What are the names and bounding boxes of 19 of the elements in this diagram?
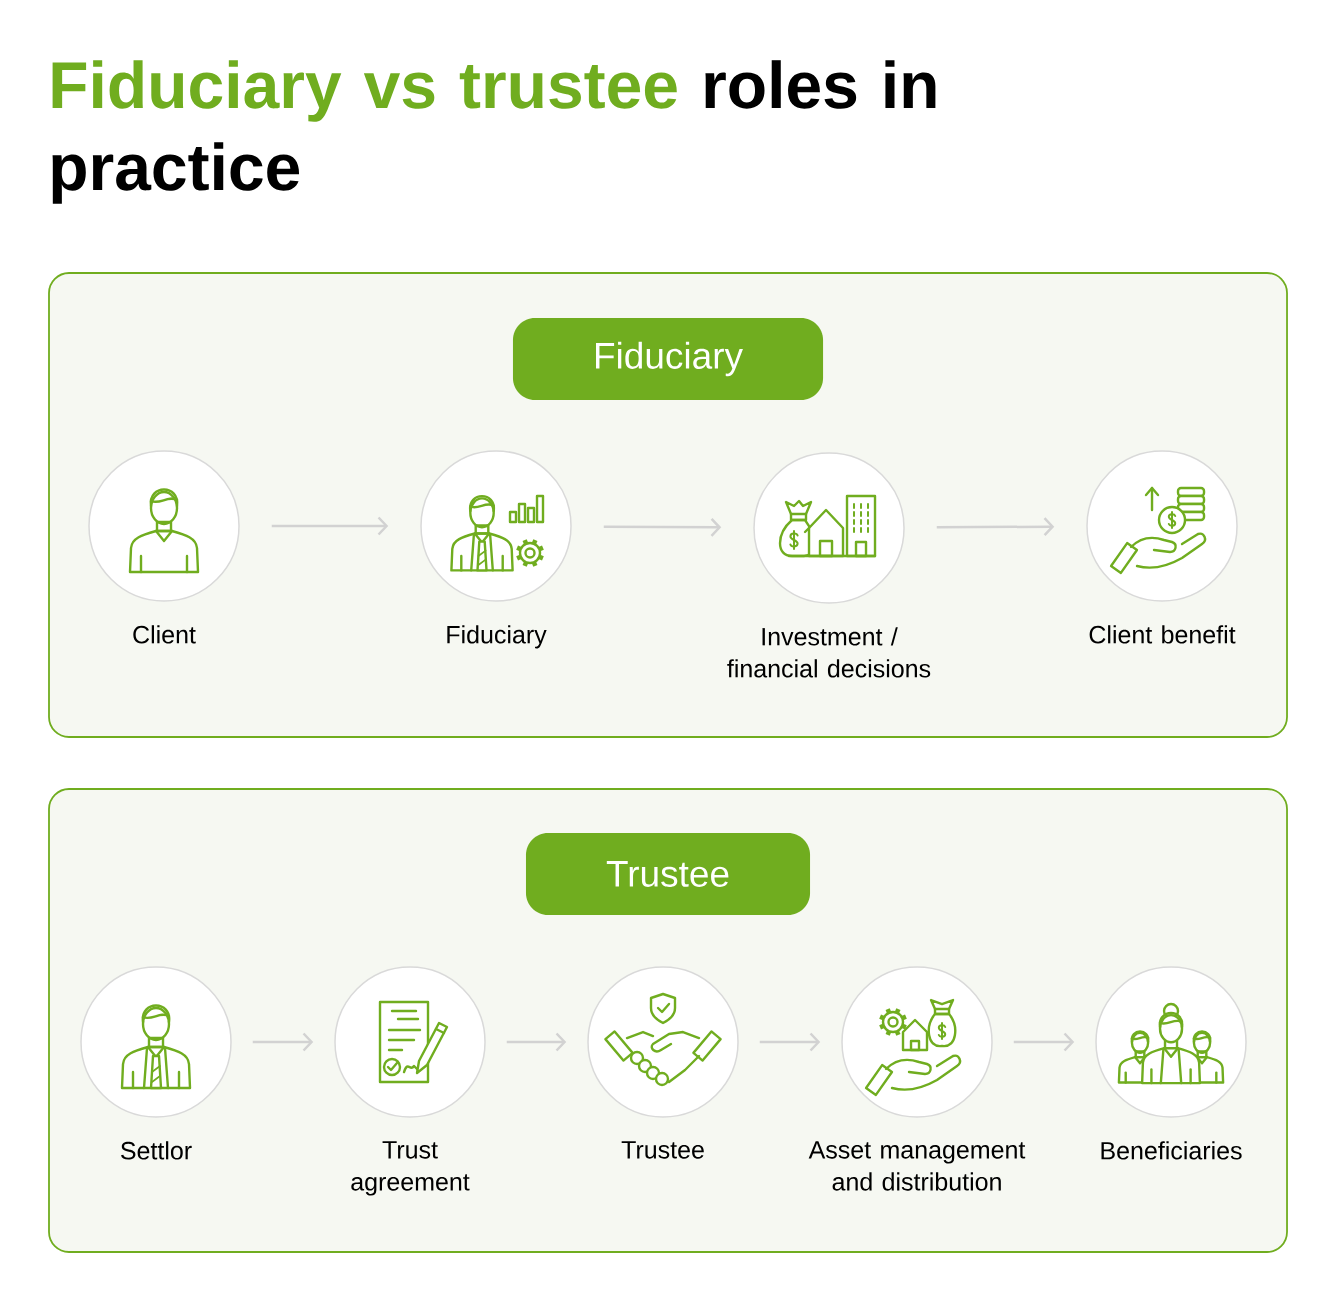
step-label: Settlor [121, 1141, 192, 1160]
arrow [271, 516, 389, 536]
arrow [506, 1032, 567, 1052]
arrow [759, 1032, 821, 1052]
step-label: Asset management and distribution [808, 1141, 1026, 1191]
heading-pill: Trustee [526, 833, 811, 915]
step-label: Trustee [621, 1141, 704, 1159]
step-label: Beneficiaries [1101, 1141, 1242, 1160]
step-label: Client [133, 625, 196, 644]
step-label: Client benefit [1089, 625, 1236, 644]
arrow [1013, 1032, 1075, 1052]
title: Fiduciary vs trustee roles in practice [52, 60, 936, 204]
step-label: Trust agreement [351, 1141, 470, 1196]
arrow [603, 517, 722, 537]
arrow [252, 1032, 314, 1052]
arrow [936, 517, 1055, 537]
heading-pill: Fiduciary [512, 318, 824, 400]
step-label: Investment / financial decisions [727, 627, 931, 678]
step-label: Fiduciary [447, 625, 547, 649]
